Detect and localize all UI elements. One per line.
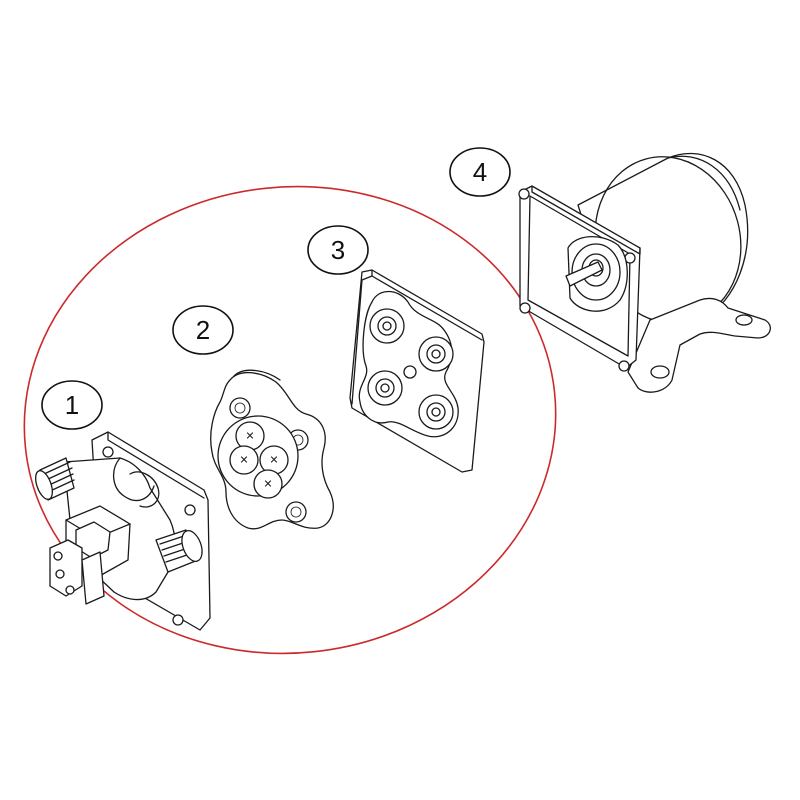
callout-1-label: 1 — [65, 390, 79, 420]
callout-1: 1 — [41, 380, 103, 430]
part-1-pump-head — [35, 431, 211, 631]
part-3-diaphragm — [349, 269, 485, 473]
part-2-valve-assembly: ✕ ✕ ✕ ✕ — [210, 369, 334, 530]
svg-text:✕: ✕ — [269, 454, 278, 467]
callout-2: 2 — [172, 305, 234, 355]
highlight-ellipse — [23, 185, 557, 655]
svg-text:✕: ✕ — [245, 430, 254, 443]
svg-text:✕: ✕ — [263, 478, 272, 491]
callout-3: 3 — [307, 225, 369, 275]
svg-text:✕: ✕ — [239, 454, 248, 467]
callout-4-label: 4 — [473, 157, 487, 187]
part-4-motor — [518, 153, 771, 393]
callout-3-label: 3 — [331, 235, 345, 265]
callout-2-label: 2 — [196, 315, 210, 345]
callout-4: 4 — [449, 147, 511, 197]
